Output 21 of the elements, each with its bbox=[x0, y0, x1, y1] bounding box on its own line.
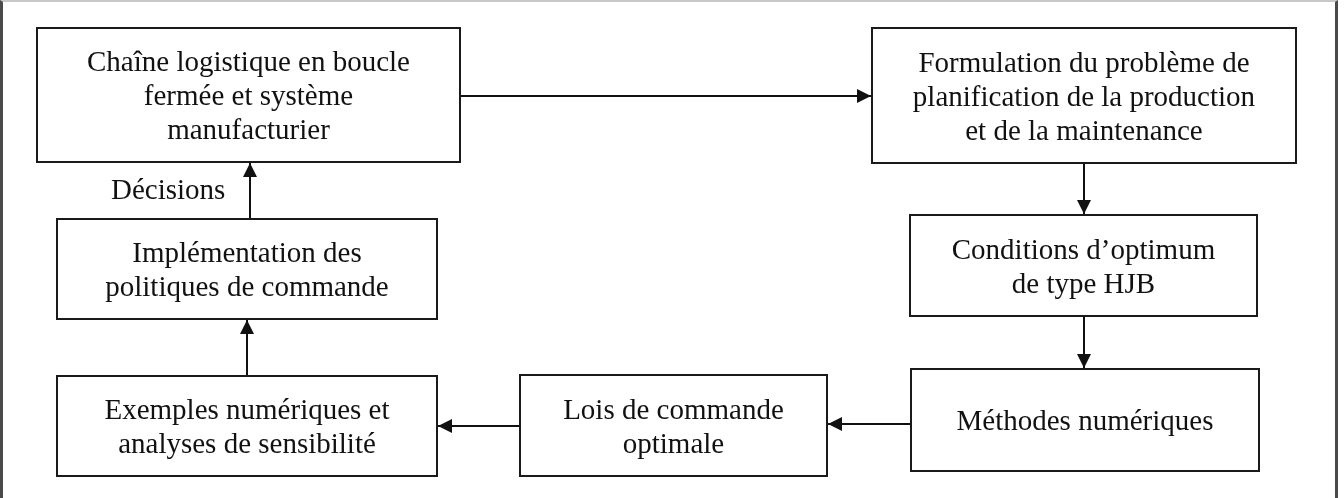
arrow bbox=[437, 419, 520, 433]
box-label: Méthodes numériques bbox=[956, 403, 1214, 437]
arrow bbox=[827, 417, 911, 431]
arrow bbox=[460, 89, 872, 103]
box-label: Exemples numériques et analyses de sensibilité bbox=[103, 392, 391, 460]
process-box bbox=[56, 218, 438, 320]
arrow bbox=[240, 319, 254, 376]
process-box bbox=[910, 368, 1260, 472]
process-box bbox=[909, 214, 1258, 317]
box-label: Conditions d’optimum de type HJB bbox=[950, 231, 1217, 300]
arrow bbox=[1077, 316, 1091, 369]
box-label: Formulation du problème de planification de la production et de la maintenance bbox=[911, 44, 1257, 147]
arrow bbox=[1077, 163, 1091, 215]
box-label: Chaîne logistique en boucle fermée et système manufacturier bbox=[86, 44, 411, 146]
box-label: Lois de commande optimale bbox=[562, 391, 785, 460]
process-box bbox=[519, 374, 828, 477]
process-box bbox=[871, 27, 1297, 164]
process-box bbox=[36, 27, 461, 163]
box-label: Implémentation des politiques de commande bbox=[104, 235, 390, 303]
arrow bbox=[243, 162, 257, 219]
process-box bbox=[56, 375, 438, 477]
